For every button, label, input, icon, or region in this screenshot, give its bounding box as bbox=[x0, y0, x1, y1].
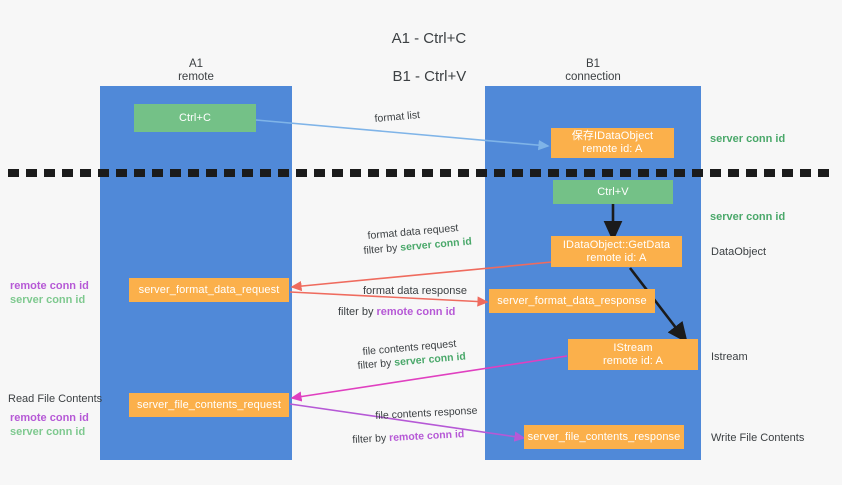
edge-filter-format-data-response-prefix: filter by bbox=[338, 306, 377, 318]
node-server-file-contents-request[interactable]: server_file_contents_request bbox=[129, 393, 289, 417]
right-label-server-conn-id-1: server conn id bbox=[710, 133, 786, 145]
node-idataobject-create[interactable]: 保存IDataObject remote id: A bbox=[551, 128, 674, 158]
node-server-format-data-response[interactable]: server_format_data_response bbox=[489, 289, 655, 313]
title-line-2: B1 - Ctrl+V bbox=[392, 68, 467, 85]
right-label-dataobject: DataObject bbox=[711, 246, 767, 258]
node-server-format-data-request-label: server_format_data_request bbox=[138, 283, 280, 296]
node-istream-line1: IStream bbox=[613, 341, 653, 354]
left-label-read-file-heading: Read File Contents bbox=[8, 393, 103, 405]
node-server-file-contents-response-label: server_file_contents_response bbox=[527, 430, 681, 443]
column-header-a1-sub: remote bbox=[178, 71, 214, 83]
edge-filter-file-contents-request-prefix: filter by bbox=[357, 356, 395, 372]
edge-label-file-contents-response-caption: file contents response bbox=[375, 404, 478, 422]
right-label-istream: Istream bbox=[711, 351, 748, 363]
column-header-b1-name: B1 bbox=[585, 58, 601, 70]
column-header-a1-name: A1 bbox=[188, 58, 204, 70]
column-header-b1-sub: connection bbox=[565, 71, 621, 83]
page-title: A1 - Ctrl+C B1 - Ctrl+V bbox=[0, 10, 842, 105]
node-server-file-contents-response[interactable]: server_file_contents_response bbox=[524, 425, 684, 449]
edge-filter-format-data-request-prefix: filter by bbox=[363, 241, 401, 257]
left-label-conn-pair-top-remote: remote conn id bbox=[10, 280, 89, 292]
node-server-format-data-request[interactable]: server_format_data_request bbox=[129, 278, 289, 302]
right-label-server-conn-id-2: server conn id bbox=[710, 211, 786, 223]
title-line-1: A1 - Ctrl+C bbox=[391, 30, 467, 47]
left-label-conn-pair-top-server: server conn id bbox=[10, 294, 86, 306]
dashed-divider bbox=[8, 169, 834, 177]
left-label-read-file-contents: Read File Contents bbox=[8, 392, 102, 406]
node-idataobject-create-line1: 保存IDataObject bbox=[571, 130, 654, 142]
node-idataobject-create-line2: remote id: A bbox=[582, 143, 643, 155]
edge-filter-file-contents-response-prefix: filter by bbox=[352, 432, 390, 446]
edge-label-file-contents-response: file contents response bbox=[375, 404, 478, 423]
left-label-read-file-server: server conn id bbox=[10, 426, 86, 438]
node-idataobject-getdata-line1: IDataObject::GetData bbox=[562, 238, 671, 251]
edge-filter-format-data-response-value: remote conn id bbox=[376, 306, 456, 318]
edge-filter-file-contents-response: filter by remote conn id bbox=[352, 427, 465, 447]
node-idataobject-getdata-line2: remote id: A bbox=[586, 251, 647, 264]
edge-label-format-list-caption: format list bbox=[374, 109, 421, 125]
node-ctrl-v-line1: Ctrl+V bbox=[597, 185, 629, 198]
node-ctrl-v[interactable]: Ctrl+V bbox=[553, 180, 673, 204]
node-istream[interactable]: IStream remote id: A bbox=[568, 339, 698, 370]
edge-filter-format-data-response: filter by remote conn id bbox=[338, 305, 455, 319]
edge-label-format-data-response: format data response bbox=[363, 284, 467, 298]
column-header-a1: A1 remote bbox=[100, 58, 292, 84]
left-label-read-file-conn-pair: remote conn id server conn id bbox=[10, 411, 89, 439]
edge-filter-file-contents-response-value: remote conn id bbox=[388, 428, 465, 445]
left-label-conn-pair-top: remote conn id server conn id bbox=[10, 279, 89, 307]
node-istream-line2: remote id: A bbox=[603, 354, 663, 367]
edge-label-format-list: format list bbox=[374, 108, 421, 126]
column-header-b1: B1 connection bbox=[485, 58, 701, 84]
left-label-read-file-remote: remote conn id bbox=[10, 412, 89, 424]
node-server-file-contents-request-label: server_file_contents_request bbox=[136, 398, 282, 411]
right-label-write-file-contents: Write File Contents bbox=[711, 432, 805, 444]
node-server-format-data-response-label: server_format_data_response bbox=[497, 294, 647, 307]
edge-label-format-data-response-caption: format data response bbox=[363, 285, 467, 297]
node-ctrl-c-line1: Ctrl+C bbox=[178, 111, 212, 124]
node-ctrl-c[interactable]: Ctrl+C bbox=[134, 104, 256, 132]
node-idataobject-getdata[interactable]: IDataObject::GetData remote id: A bbox=[551, 236, 682, 267]
